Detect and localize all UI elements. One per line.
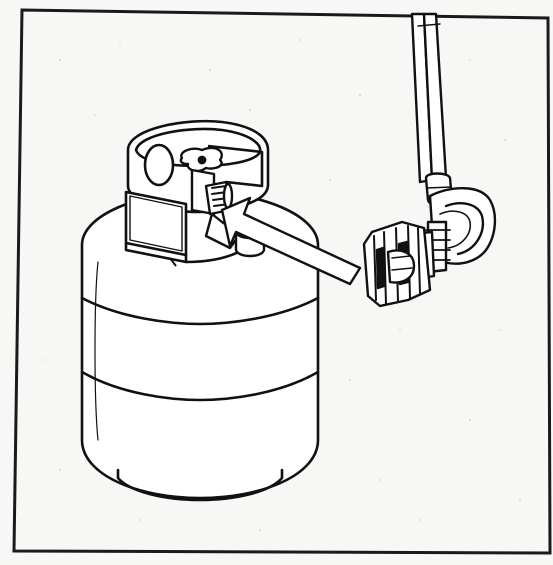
regulator-coupling-icon xyxy=(364,188,495,306)
gas-hose-icon xyxy=(412,14,452,206)
